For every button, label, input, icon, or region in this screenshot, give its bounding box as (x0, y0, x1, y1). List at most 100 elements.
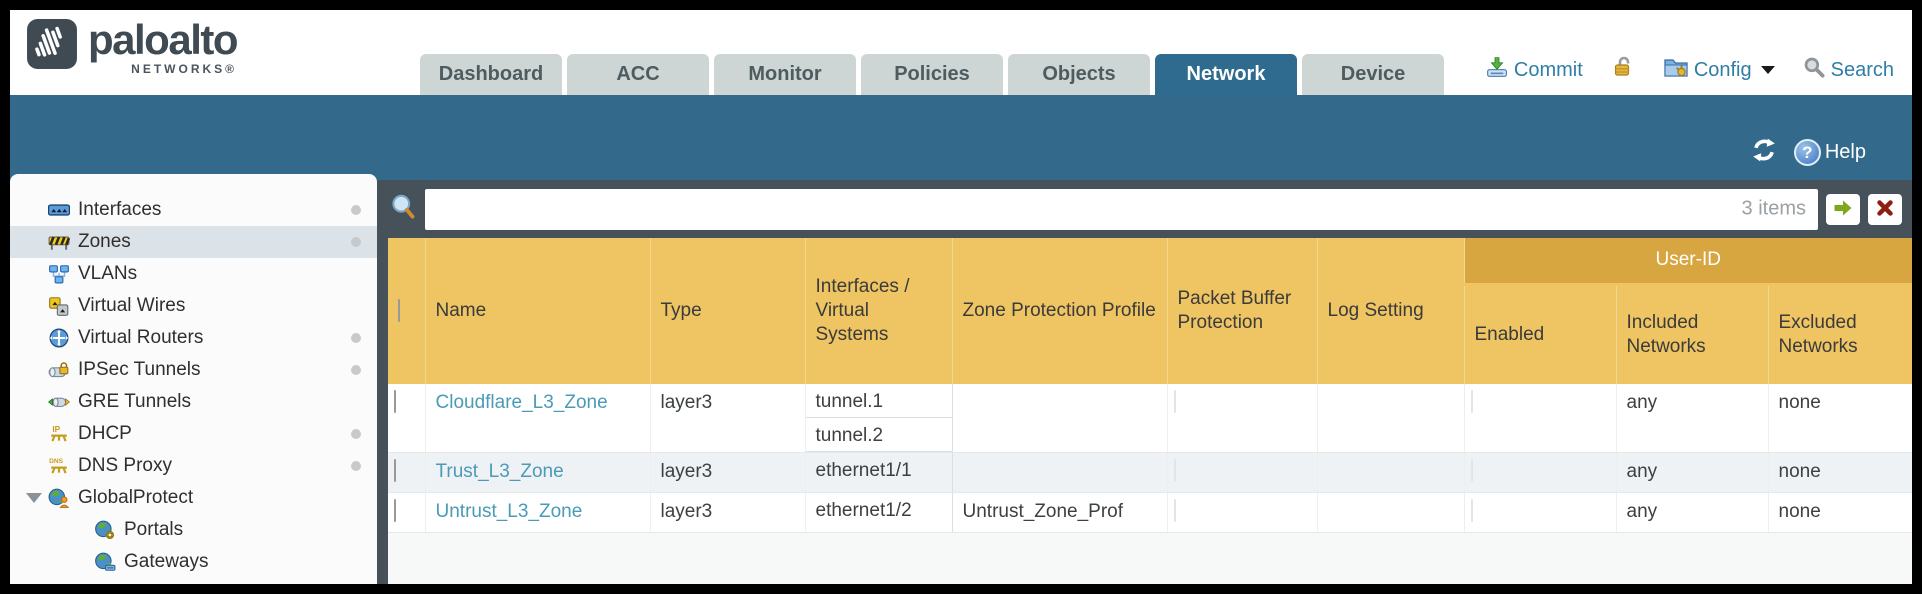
select-all-checkbox[interactable] (398, 299, 400, 323)
cell-name: Cloudflare_L3_Zone (425, 384, 651, 453)
interface-entry: tunnel.2 (806, 418, 951, 452)
lock-button[interactable] (1611, 55, 1635, 85)
cell-name: Trust_L3_Zone (425, 452, 651, 493)
tab-monitor[interactable]: Monitor (714, 54, 856, 95)
cell-zone-protection-profile: Untrust_Zone_Prof (952, 492, 1168, 533)
status-dot (351, 429, 361, 439)
sidebar-item-portals[interactable]: Portals (10, 514, 377, 546)
caret-down-icon (1760, 66, 1775, 74)
sidebar-item-interfaces[interactable]: Interfaces (10, 194, 377, 226)
sidebar-item-gre-tunnels[interactable]: GRE Tunnels (10, 386, 377, 418)
column-header-packet-buffer-protection[interactable]: Packet Buffer Protection (1167, 238, 1318, 384)
sidebar-item-ipsec-tunnels[interactable]: IPSec Tunnels (10, 354, 377, 386)
virtual-routers-icon (48, 328, 70, 348)
interface-entry: tunnel.1 (806, 384, 951, 418)
sidebar-label: Zones (78, 231, 131, 252)
tab-dashboard[interactable]: Dashboard (420, 54, 562, 95)
tab-policies[interactable]: Policies (861, 54, 1003, 95)
search-label: Search (1830, 58, 1894, 81)
sidebar-item-virtual-routers[interactable]: Virtual Routers (10, 322, 377, 354)
brand-subtitle: NETWORKS® (131, 62, 238, 77)
sidebar-item-virtual-wires[interactable]: Virtual Wires (10, 290, 377, 322)
row-select-cell (388, 452, 426, 493)
paloalto-waveform-icon (26, 18, 78, 75)
sidebar-item-zones[interactable]: Zones (10, 226, 377, 258)
commit-button[interactable]: Commit (1485, 55, 1583, 85)
gre-tunnels-icon (48, 392, 70, 412)
user-id-enabled-checkbox (1470, 459, 1473, 482)
filter-bar: 3 items (388, 180, 1912, 238)
cell-user-id-enabled (1464, 384, 1617, 453)
sidebar-label: DNS Proxy (78, 455, 172, 476)
sidebar-item-dns-proxy[interactable]: DNS DNS Proxy (10, 450, 377, 482)
row-checkbox[interactable] (394, 390, 396, 413)
tab-device[interactable]: Device (1302, 54, 1444, 95)
column-header-log-setting[interactable]: Log Setting (1317, 238, 1465, 384)
brand-name: paloalto (88, 16, 239, 63)
svg-text:DNS: DNS (49, 458, 64, 465)
portals-icon (94, 520, 116, 540)
cell-type: layer3 (650, 384, 806, 453)
filter-input-wrap: 3 items (425, 188, 1818, 230)
column-header-zone-protection-profile[interactable]: Zone Protection Profile (952, 238, 1168, 384)
status-dot (351, 237, 361, 247)
zones-table: Name Type Interfaces / Virtual Systems Z… (388, 238, 1912, 533)
top-header: paloalto NETWORKS® Dashboard ACC Monitor… (10, 10, 1912, 95)
zone-name-link[interactable]: Trust_L3_Zone (435, 461, 564, 482)
column-header-included-networks[interactable]: Included Networks (1616, 284, 1769, 384)
clear-filter-button[interactable] (1868, 193, 1902, 225)
status-dot (351, 205, 361, 215)
virtual-wires-icon (48, 296, 70, 316)
column-header-type[interactable]: Type (650, 238, 806, 384)
sidebar-item-dhcp[interactable]: IP DHCP (10, 418, 377, 450)
zone-name-link[interactable]: Untrust_L3_Zone (435, 500, 583, 522)
cell-included-networks: any (1616, 384, 1769, 453)
sidebar-item-vlans[interactable]: VLANs (10, 258, 377, 290)
cell-log-setting (1317, 492, 1465, 533)
zone-name-link[interactable]: Cloudflare_L3_Zone (435, 392, 608, 413)
cell-zone-protection-profile (952, 384, 1168, 453)
collapse-triangle-icon[interactable] (26, 493, 42, 503)
vlans-icon (48, 264, 70, 284)
column-header-name[interactable]: Name (425, 238, 651, 384)
apply-filter-button[interactable] (1826, 193, 1860, 225)
cell-excluded-networks: none (1768, 492, 1912, 533)
dhcp-icon: IP (48, 424, 70, 444)
zones-table-wrap: Name Type Interfaces / Virtual Systems Z… (388, 238, 1912, 584)
header-select-all-cell (388, 238, 426, 384)
row-checkbox[interactable] (394, 459, 396, 482)
config-label: Config (1693, 58, 1752, 81)
paloalto-logo: paloalto NETWORKS® (26, 16, 239, 77)
zones-icon (48, 232, 70, 252)
config-menu-button[interactable]: Config (1663, 55, 1775, 85)
tab-objects[interactable]: Objects (1008, 54, 1150, 95)
cell-log-setting (1317, 384, 1465, 453)
user-id-enabled-checkbox (1470, 390, 1473, 413)
zones-content: 3 items (377, 180, 1912, 584)
cell-included-networks: any (1616, 492, 1769, 533)
column-header-interfaces[interactable]: Interfaces / Virtual Systems (805, 238, 953, 384)
tab-network[interactable]: Network (1155, 54, 1297, 95)
row-checkbox[interactable] (394, 498, 396, 522)
dns-proxy-icon: DNS (48, 456, 70, 476)
cell-zone-protection-profile (952, 452, 1168, 493)
cell-type: layer3 (650, 492, 806, 533)
refresh-icon[interactable] (1750, 137, 1778, 168)
packet-buffer-checkbox (1173, 498, 1176, 522)
column-header-enabled[interactable]: Enabled (1464, 284, 1617, 384)
sidebar-label: Virtual Routers (78, 327, 204, 348)
sidebar-item-globalprotect[interactable]: GlobalProtect (10, 482, 377, 514)
filter-input[interactable] (425, 188, 1818, 230)
table-row-cloudflare: Cloudflare_L3_Zone layer3 tunnel.1 tunne… (388, 384, 1912, 453)
row-select-cell (388, 492, 426, 533)
column-header-excluded-networks[interactable]: Excluded Networks (1768, 284, 1912, 384)
status-dot (351, 365, 361, 375)
search-button[interactable]: Search (1803, 56, 1894, 85)
commit-label: Commit (1513, 58, 1583, 81)
sidebar-label: VLANs (78, 263, 138, 284)
packet-buffer-checkbox (1173, 390, 1176, 413)
sidebar-item-gateways[interactable]: Gateways (10, 546, 377, 578)
help-button[interactable]: ? Help (1793, 139, 1866, 166)
tab-acc[interactable]: ACC (567, 54, 709, 95)
main-area: Interfaces Zones (10, 174, 1912, 584)
